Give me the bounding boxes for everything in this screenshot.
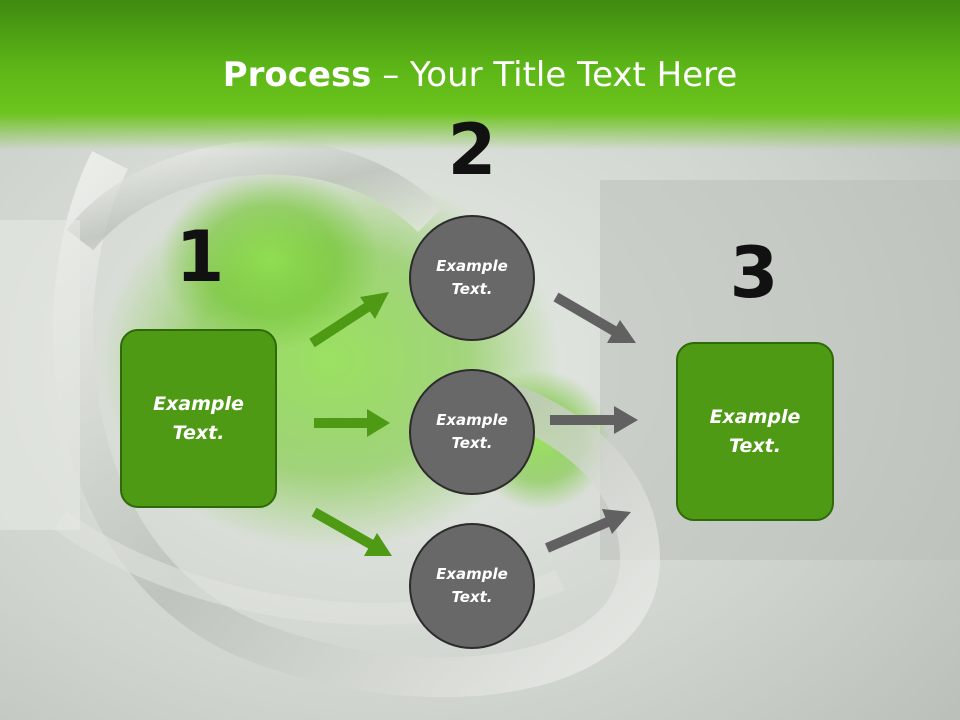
arrow-green-up bbox=[309, 292, 389, 348]
arrow-gray-right bbox=[550, 406, 638, 434]
process-circle-top[interactable]: Example Text. bbox=[409, 215, 535, 341]
arrow-gray-up bbox=[545, 509, 631, 553]
circle-top-label: Example Text. bbox=[436, 257, 508, 298]
step-number-1: 1 bbox=[175, 216, 225, 298]
arrow-green-down bbox=[311, 507, 392, 556]
box-right-label: Example Text. bbox=[709, 405, 801, 457]
step-number-2: 2 bbox=[447, 109, 497, 191]
process-circle-middle[interactable]: Example Text. bbox=[409, 369, 535, 495]
slide-title[interactable]: Process – Your Title Text Here bbox=[0, 52, 960, 98]
circle-bottom-label: Example Text. bbox=[436, 565, 508, 606]
header-band bbox=[0, 0, 960, 150]
step-number-3: 3 bbox=[729, 232, 779, 314]
title-bold: Process bbox=[222, 55, 372, 95]
circle-middle-label: Example Text. bbox=[436, 411, 508, 452]
arrow-gray-down bbox=[553, 292, 636, 343]
box-left-label: Example Text. bbox=[153, 392, 244, 444]
process-box-right[interactable]: Example Text. bbox=[676, 342, 834, 521]
process-circle-bottom[interactable]: Example Text. bbox=[409, 523, 535, 649]
process-box-left[interactable]: Example Text. bbox=[120, 329, 277, 508]
arrow-green-right bbox=[314, 409, 390, 437]
title-rest: – Your Title Text Here bbox=[371, 55, 738, 95]
